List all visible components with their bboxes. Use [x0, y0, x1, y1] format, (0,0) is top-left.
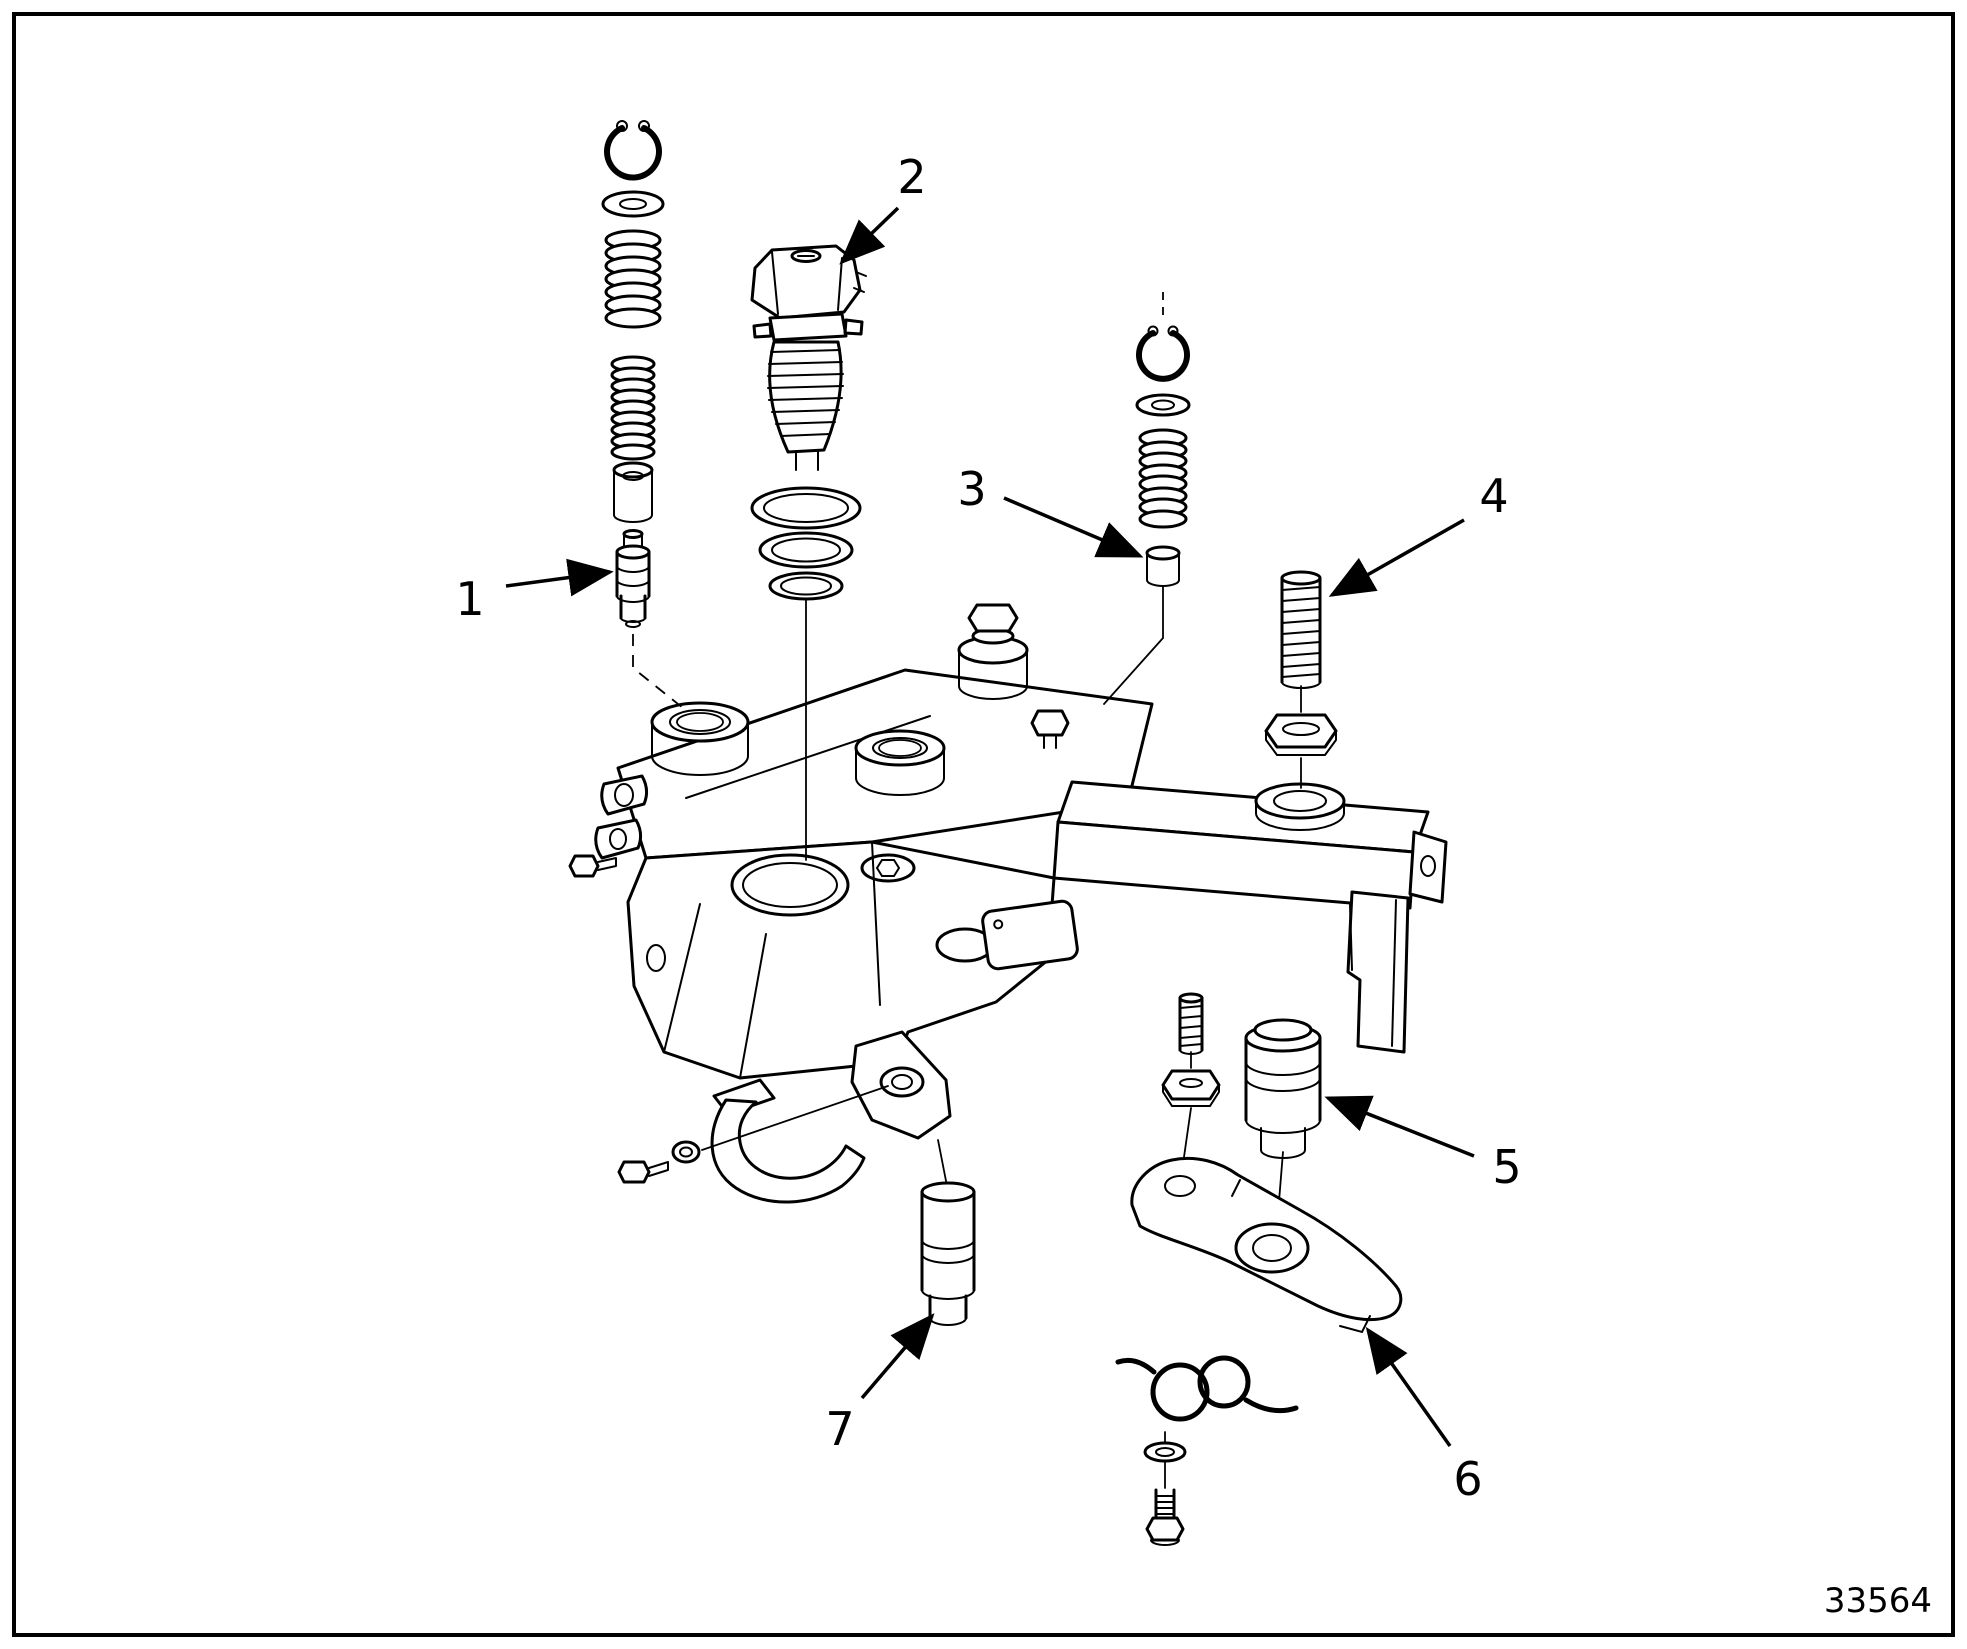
beam-end-flange: [1408, 830, 1448, 904]
pedestal-hex-bolt: [957, 603, 1029, 700]
clamp-washer: [671, 1140, 701, 1164]
threaded-stud: [1280, 570, 1322, 689]
callout-7-label: 7: [825, 1402, 854, 1456]
callout-1-arrow: [505, 558, 614, 597]
figure-number: 33564: [1824, 1581, 1932, 1621]
washer: [601, 190, 665, 218]
callout-5-arrow: [1324, 1095, 1475, 1158]
callout-1-label: 1: [455, 572, 484, 626]
pivot-arm: [850, 1030, 952, 1140]
callout-5: 5: [1324, 1095, 1522, 1194]
callout-1: 1: [455, 558, 614, 626]
flange-hole: [1420, 855, 1436, 877]
gusset-line-2: [739, 933, 767, 1079]
deck-crease: [685, 715, 931, 799]
snap-ring: [1136, 325, 1190, 382]
sensor-cap: [750, 244, 867, 320]
part-2-sensor: [750, 244, 867, 601]
callout-5-label: 5: [1492, 1140, 1521, 1194]
front-crease-1: [871, 841, 881, 1006]
cover-plate: [981, 899, 1079, 971]
leader-clamp: [701, 1085, 889, 1151]
callout-6-arrow: [1365, 1326, 1452, 1448]
beam-front-face: [1052, 820, 1416, 910]
front-hole: [646, 944, 666, 972]
main-bore-opening: [730, 853, 850, 917]
spring-small: [610, 355, 656, 461]
gusset-line-1: [663, 903, 701, 1053]
callout-3-label: 3: [957, 462, 986, 516]
snap-ring: [604, 120, 662, 181]
callout-2: 2: [839, 150, 927, 265]
boss-1: [650, 701, 750, 776]
part-4-stud: [1264, 570, 1338, 756]
sensor-o-rings: [750, 449, 862, 601]
piston-cylinder: [1145, 545, 1181, 587]
bolt: [1145, 1488, 1185, 1546]
boss-2: [854, 729, 946, 796]
spring: [1138, 428, 1188, 529]
housing-bracket: [568, 603, 1448, 1204]
leader-part-3: [1103, 585, 1164, 705]
torsion-spring: [1115, 1355, 1299, 1422]
callout-3: 3: [957, 462, 1144, 558]
page-border: [12, 12, 1955, 1637]
beam-foot: [1346, 890, 1410, 1054]
callout-4: 4: [1328, 469, 1509, 597]
callout-4-arrow: [1328, 518, 1465, 597]
clamp-strap: [710, 1078, 866, 1204]
callouts: 1 2 3 4 5 6 7: [455, 150, 1521, 1506]
callout-2-label: 2: [897, 150, 926, 204]
leader-part-5-stud: [1182, 1051, 1192, 1165]
hex-fitting: [1030, 709, 1070, 749]
left-ear-tabs: [594, 774, 649, 860]
foot-notch: [1349, 904, 1353, 971]
part-5-buffer: [1161, 992, 1322, 1159]
hex-plug-boss: [860, 853, 916, 883]
clamp-bolt: [617, 1160, 669, 1184]
callout-3-arrow: [1003, 496, 1144, 558]
small-hex-nut: [1161, 1069, 1221, 1107]
washer: [1143, 1441, 1187, 1463]
buffer-cylinder: [1244, 1018, 1322, 1159]
part-6-lever-assembly: [1115, 1156, 1403, 1546]
callout-7-arrow: [860, 1313, 935, 1400]
part-1-valve-stack: [601, 120, 665, 628]
callout-4-label: 4: [1479, 469, 1508, 523]
foot-edge: [1391, 899, 1397, 1047]
sensor-collar: [752, 312, 864, 342]
part-7-pin: [920, 1181, 976, 1326]
spring-large: [604, 229, 662, 329]
mount-pad: [1254, 782, 1346, 831]
callout-7: 7: [825, 1313, 935, 1456]
plunger: [612, 461, 654, 523]
valve-piece: [615, 529, 651, 628]
side-bolt: [568, 854, 617, 878]
small-threaded-stud: [1178, 992, 1204, 1055]
part-3-spring-stack: [1135, 325, 1191, 587]
sensor-threaded-body: [767, 340, 844, 454]
leader-lines: [632, 292, 1302, 1489]
leader-part-1: [632, 634, 689, 713]
lever-bracket: [1130, 1156, 1403, 1334]
callout-6-label: 6: [1453, 1452, 1482, 1506]
hex-nut: [1264, 713, 1338, 756]
washer: [1135, 393, 1191, 417]
leader-part-7: [937, 1139, 948, 1187]
callout-2-arrow: [839, 206, 900, 265]
callout-6: 6: [1365, 1326, 1483, 1506]
